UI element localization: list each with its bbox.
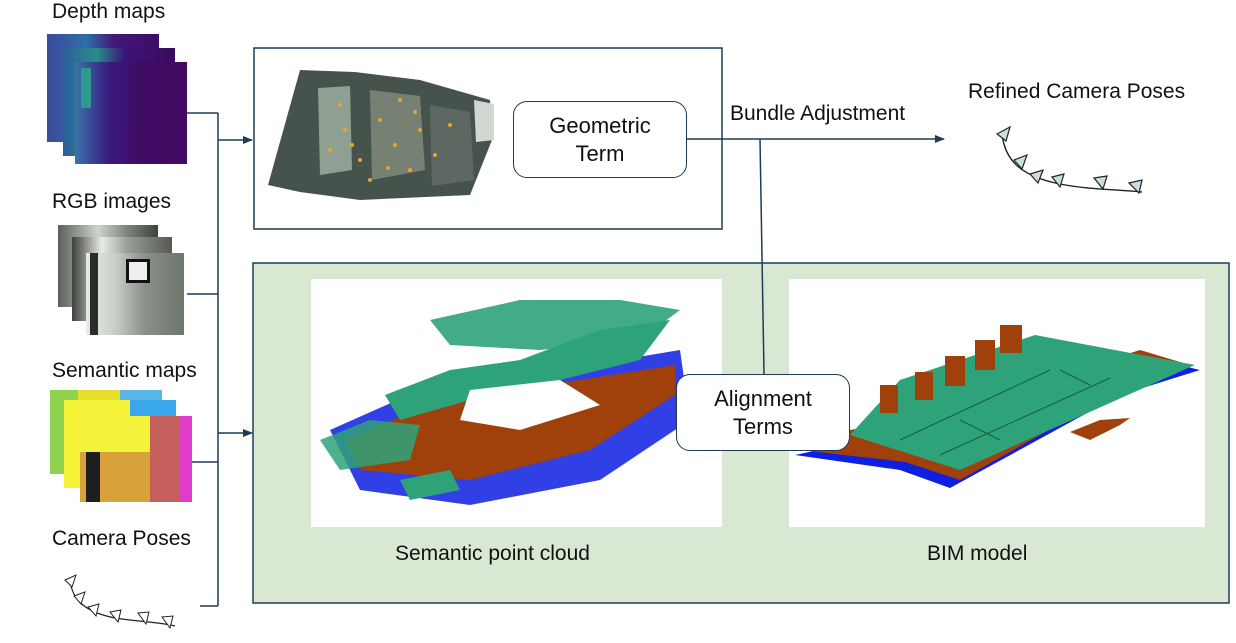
semantic-point-cloud-sketch bbox=[320, 300, 690, 505]
input-connectors bbox=[187, 112, 253, 607]
bim-model-caption: BIM model bbox=[927, 542, 1028, 565]
geometric-term-box: Geometric Term bbox=[513, 101, 687, 178]
bundle-adjustment-flow bbox=[687, 135, 945, 375]
alignment-terms-line2: Terms bbox=[733, 413, 793, 439]
depth-map-3 bbox=[75, 62, 187, 164]
bundle-adjustment-label: Bundle Adjustment bbox=[730, 102, 906, 125]
geometric-term-line1: Geometric bbox=[549, 112, 651, 138]
alignment-terms-box: Alignment Terms bbox=[676, 374, 850, 451]
refined-camera-poses-label: Refined Camera Poses bbox=[968, 80, 1186, 103]
depth-maps-stack bbox=[47, 34, 187, 164]
rgb-image-3 bbox=[86, 253, 184, 335]
bim-model-sketch bbox=[795, 325, 1200, 488]
semantic-map-3 bbox=[80, 416, 192, 502]
geometric-point-cloud bbox=[268, 70, 494, 200]
semantic-maps-label: Semantic maps bbox=[52, 359, 197, 382]
semantic-point-cloud-caption: Semantic point cloud bbox=[395, 542, 590, 565]
refined-camera-trajectory bbox=[995, 125, 1143, 195]
geometric-term-line2: Term bbox=[575, 140, 625, 166]
depth-maps-label: Depth maps bbox=[52, 0, 166, 23]
input-camera-trajectory bbox=[64, 574, 176, 630]
camera-poses-label: Camera Poses bbox=[52, 527, 191, 550]
alignment-terms-line1: Alignment bbox=[714, 385, 812, 411]
rgb-images-label: RGB images bbox=[52, 190, 172, 213]
rgb-images-stack bbox=[58, 225, 186, 335]
semantic-maps-stack bbox=[50, 390, 192, 504]
